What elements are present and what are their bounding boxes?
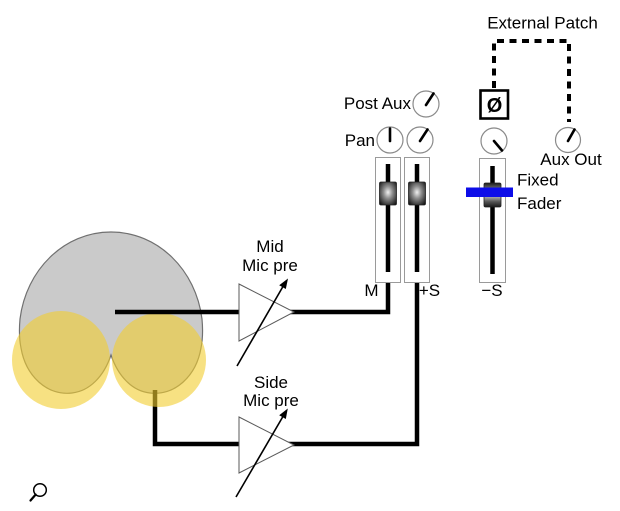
fixed-fader-label-line1: Fixed (517, 171, 559, 190)
fader-cap (379, 181, 397, 206)
mid-mic-preamp (236, 278, 296, 367)
side-mic-pattern-right-lobe (112, 313, 206, 407)
amp-triangle (238, 283, 296, 342)
fader-channel-minus-s (466, 158, 513, 283)
phase-invert-box: Ø (479, 89, 510, 120)
pan-knob-plus-s (406, 126, 434, 154)
gain-arrowhead (279, 278, 288, 289)
side-pre-label-line1: Side (254, 373, 288, 392)
phase-invert-symbol: Ø (487, 95, 503, 117)
fader-channel-m (375, 157, 401, 283)
fixed-fader-lock-bar (466, 187, 513, 197)
side-pre-label-line2: Mic pre (243, 391, 299, 410)
fader-cap (408, 181, 426, 206)
gain-arrow (235, 412, 286, 498)
mid-pre-label-line2: Mic pre (242, 256, 298, 275)
gain-arrowhead (279, 408, 288, 419)
post-aux-knob (412, 90, 440, 118)
magnifier-icon[interactable] (29, 482, 48, 502)
channel-label-minus-s: −S (481, 281, 502, 300)
mid-pre-label-line1: Mid (256, 237, 283, 256)
fader-channel-plus-s (404, 157, 430, 283)
channel-label-plus-s: +S (419, 281, 440, 300)
fixed-fader-label-line2: Fader (517, 194, 562, 213)
pan-knob-m (376, 126, 404, 154)
pan-label: Pan (345, 131, 375, 150)
gain-arrow (236, 282, 286, 367)
post-aux-label: Post Aux (344, 94, 412, 113)
channel-label-m: M (364, 281, 378, 300)
side-mic-pattern-left-lobe (12, 311, 110, 409)
minus-s-aux-knob (480, 127, 508, 155)
aux-out-label: Aux Out (540, 150, 602, 169)
side-mic-preamp (235, 408, 296, 498)
external-patch-label: External Patch (487, 14, 598, 33)
external-patch-cable (492, 39, 571, 122)
mid-signal-line (115, 281, 391, 315)
aux-out-knob (554, 126, 582, 154)
